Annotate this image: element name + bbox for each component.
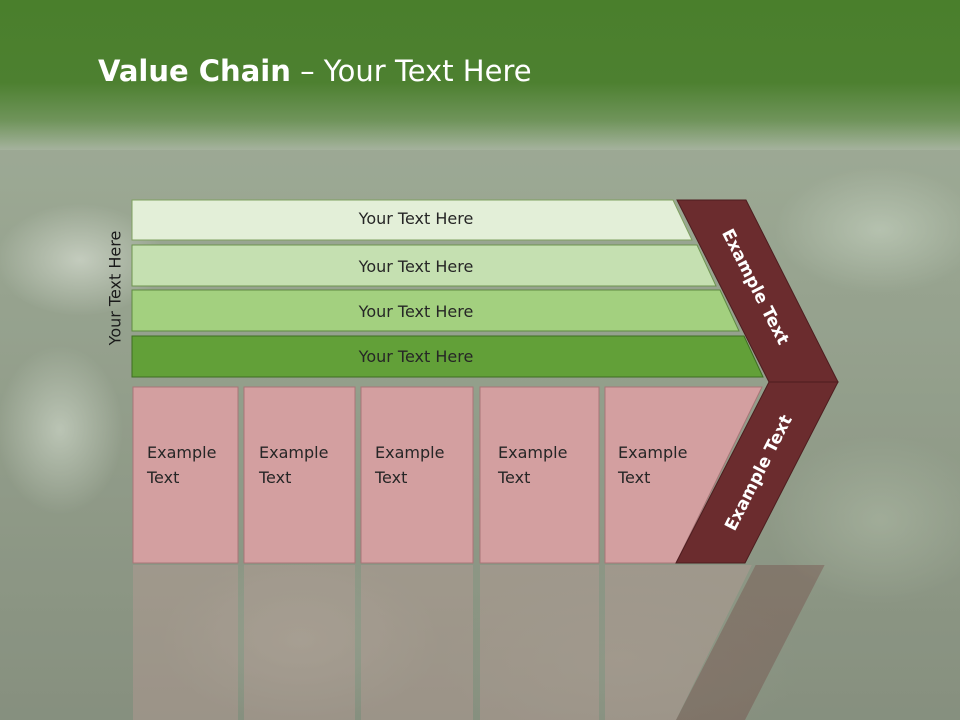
box-1-shape[interactable] [132, 386, 239, 564]
slide-title: Value Chain – Your Text Here [98, 54, 532, 88]
title-banner [0, 0, 960, 150]
box-5-line1: Example [618, 443, 688, 462]
bar-4-shape[interactable] [131, 335, 764, 378]
box-2-line1: Example [259, 443, 329, 462]
box-4-line2: Text [498, 468, 531, 487]
bar-1-shape[interactable] [131, 199, 693, 241]
box-1-line2: Text [147, 468, 180, 487]
box-4-line1: Example [498, 443, 568, 462]
box-2-line2: Text [259, 468, 292, 487]
bar-3-shape[interactable] [131, 289, 740, 332]
box-2-shape[interactable] [243, 386, 356, 564]
bar-2-label: Your Text Here [358, 257, 474, 276]
bar-4-label: Your Text Here [358, 347, 474, 366]
box-3-line1: Example [375, 443, 445, 462]
bar-1-label: Your Text Here [358, 209, 474, 228]
bar-2-shape[interactable] [131, 244, 717, 287]
box-4-shape[interactable] [479, 386, 600, 564]
box-5-line2: Text [618, 468, 651, 487]
title-rest: – Your Text Here [290, 54, 532, 88]
box-3-shape[interactable] [360, 386, 474, 564]
bar-3-label: Your Text Here [358, 302, 474, 321]
box-3-line2: Text [375, 468, 408, 487]
title-bold: Value Chain [98, 54, 291, 88]
arrow-bottom-shape[interactable] [675, 381, 839, 564]
box-1-line1: Example [147, 443, 217, 462]
